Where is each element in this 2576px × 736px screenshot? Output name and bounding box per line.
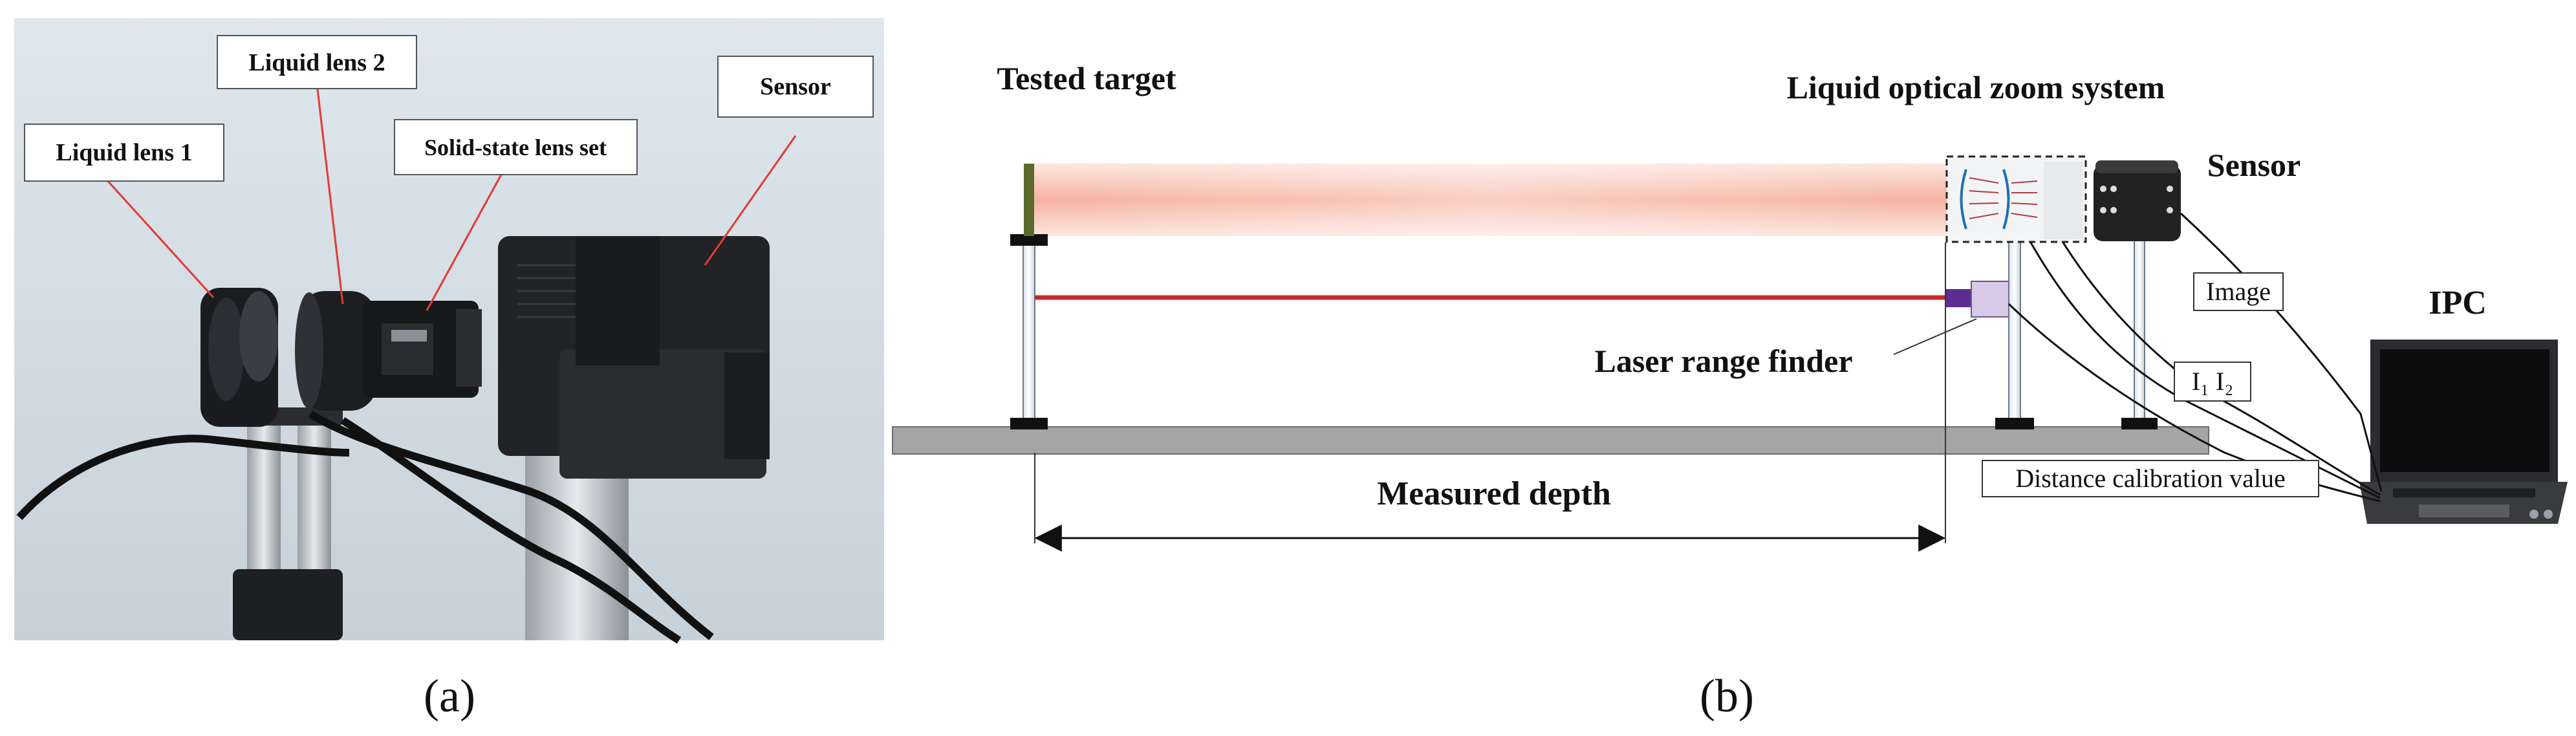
label-ipc: IPC xyxy=(2429,285,2487,321)
sensor-camera-schematic xyxy=(2094,160,2181,429)
panel-a-photo: Liquid lens 1 Liquid lens 2 Solid-state … xyxy=(14,18,884,644)
zoom-system-mount xyxy=(1995,235,2034,429)
svg-text:Solid-state lens set: Solid-state lens set xyxy=(424,135,607,160)
label-liquid-lens-1: Liquid lens 1 xyxy=(24,124,224,182)
svg-text:Liquid lens 2: Liquid lens 2 xyxy=(248,49,385,76)
svg-text:Liquid lens 1: Liquid lens 1 xyxy=(56,139,192,166)
svg-text:I₁ I₂: I₁ I₂ xyxy=(2192,367,2234,396)
cables xyxy=(16,410,714,644)
label-solid-state-lens-set: Solid-state lens set xyxy=(394,119,638,175)
label-tested-target: Tested target xyxy=(997,60,1176,96)
label-measured-depth: Measured depth xyxy=(1377,475,1611,512)
caption-b: (b) xyxy=(1700,670,1754,722)
caption-a: (a) xyxy=(424,670,475,722)
svg-text:Sensor: Sensor xyxy=(760,73,831,100)
lens-assembly-device xyxy=(295,291,482,411)
tested-target xyxy=(1024,164,1034,236)
panel-b-schematic: Tested target Liquid optical zoom system… xyxy=(892,60,2568,552)
laser-range-finder-leader xyxy=(1893,318,1977,355)
optical-rail xyxy=(892,426,2209,455)
tested-target-mount xyxy=(1010,164,1048,429)
liquid-lens-1-device xyxy=(200,288,278,427)
label-liquid-optical-zoom-system: Liquid optical zoom system xyxy=(1787,69,2165,105)
svg-text:Distance calibration value: Distance calibration value xyxy=(2015,464,2286,493)
label-image-box: Image xyxy=(2193,272,2284,311)
label-distance-calibration-box: Distance calibration value xyxy=(1982,460,2319,497)
label-sensor-a: Sensor xyxy=(717,56,874,118)
leader-lines xyxy=(105,83,797,311)
label-sensor-b: Sensor xyxy=(2207,147,2300,183)
sensor-camera-device xyxy=(498,236,770,479)
label-liquid-lens-2: Liquid lens 2 xyxy=(217,35,417,89)
svg-text:Image: Image xyxy=(2206,277,2271,306)
liquid-optical-zoom-system xyxy=(1945,155,2087,243)
ipc-laptop xyxy=(2359,340,2568,524)
laser-range-finder xyxy=(1945,281,2009,318)
connection-lines xyxy=(2008,212,2383,503)
label-laser-range-finder: Laser range finder xyxy=(1594,343,1852,379)
label-currents-box: I₁ I₂ xyxy=(2174,362,2251,402)
